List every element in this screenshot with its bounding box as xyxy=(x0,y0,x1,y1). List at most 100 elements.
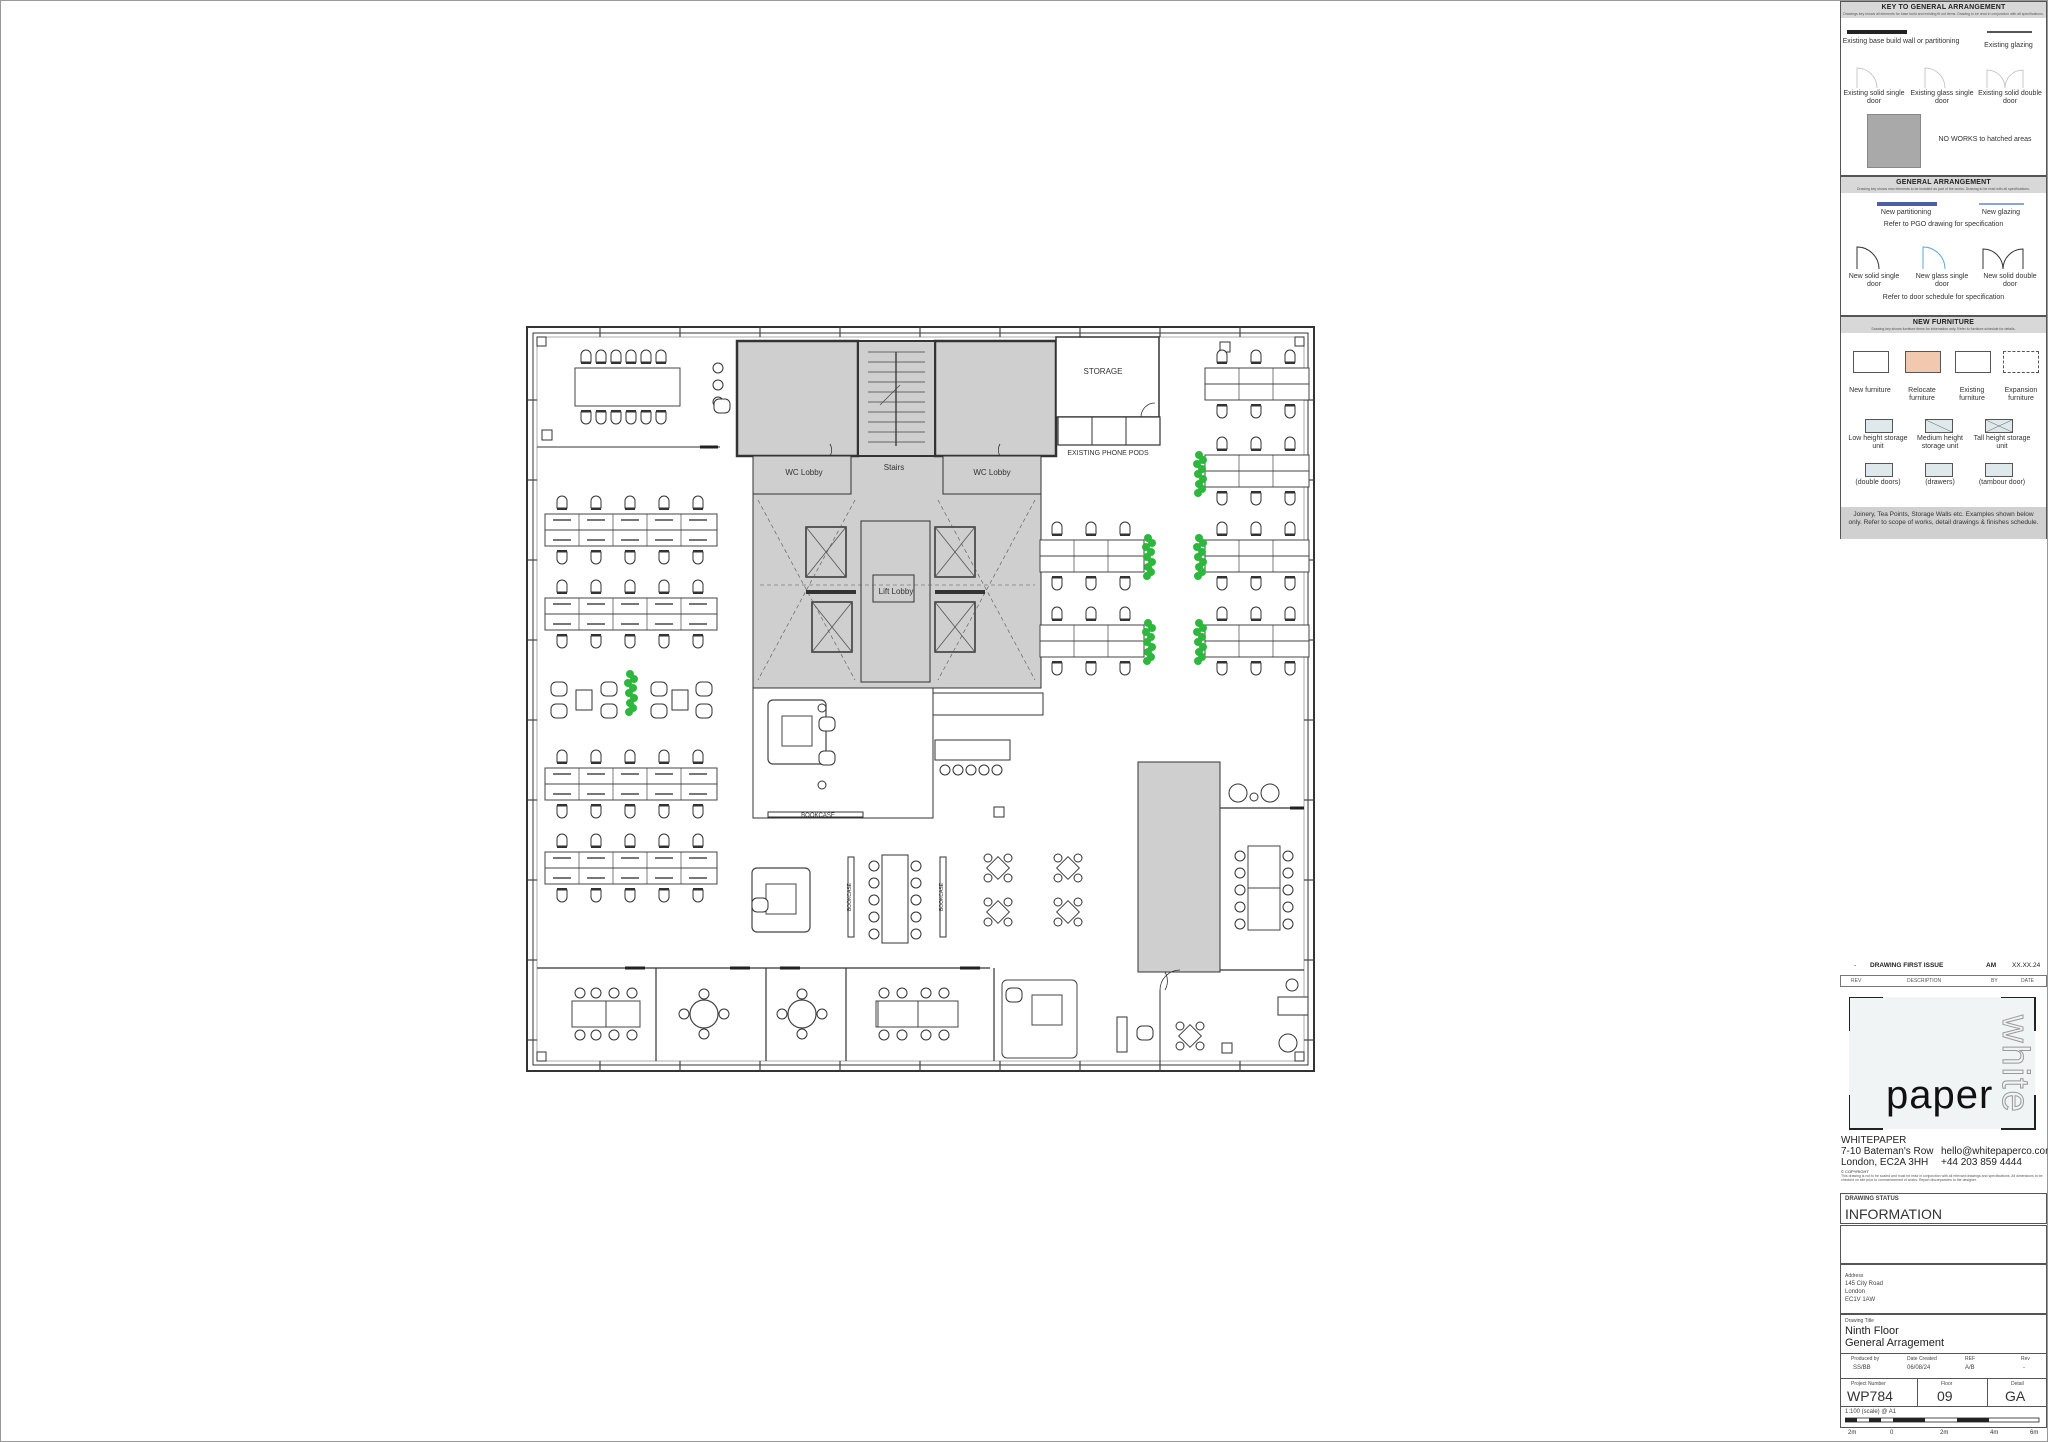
detail-label: Detail xyxy=(2011,1381,2024,1387)
furniture-note: Joinery, Tea Points, Storage Walls etc. … xyxy=(1841,507,2046,539)
new-glass-single-label: New glass single door xyxy=(1915,273,1969,288)
refer-pgo-label: Refer to PGO drawing for specification xyxy=(1883,221,2004,228)
bookcase-2-label: BOOKCASE xyxy=(847,882,853,911)
logo-area: white paper xyxy=(1840,987,2047,1139)
address-line3: EC1V 1AW xyxy=(1845,1297,1876,1303)
rev-by: AM xyxy=(1986,962,1997,969)
company-copyright: © COPYRIGHT xyxy=(1841,1169,1869,1174)
existing-glazing-label: Existing glazing xyxy=(1984,42,2033,49)
new-partitioning-label: New partitioning xyxy=(1880,209,1932,216)
description-header: DESCRIPTION xyxy=(1907,978,1942,984)
scale-text: 1:100 (scale) @ A1 xyxy=(1845,1409,1897,1415)
existing-door-symbols xyxy=(1856,67,2024,89)
address-label: Address xyxy=(1845,1273,1864,1279)
floor-label: Floor xyxy=(1941,1381,1953,1387)
new-partition-symbol xyxy=(1877,202,1937,206)
bookcase-3-label: BOOKCASE xyxy=(939,882,945,911)
ga-subtitle: Drawing key shows new elements to be ins… xyxy=(1841,187,2046,193)
ref-label: REF xyxy=(1965,1356,1975,1362)
tall-storage-label: Tall height storage unit xyxy=(1973,435,2031,450)
double-doors-swatch xyxy=(1865,463,1893,477)
floor-plan: WC Lobby WC Lobby Stairs Lift Lobby STOR… xyxy=(526,326,1315,1072)
phone-pods-label: EXISTING PHONE PODS xyxy=(1067,450,1149,457)
logo-frame xyxy=(1849,997,2036,1130)
rev-header: REV xyxy=(1851,978,1862,984)
no-works-label: NO WORKS to hatched areas xyxy=(1938,136,2032,143)
detail-value: GA xyxy=(2005,1388,2026,1404)
company-disclaimer: This drawing is not to be scaled and mus… xyxy=(1841,1174,2043,1182)
drawing-rev-value: - xyxy=(2023,1365,2025,1371)
new-solid-double-label: New solid double door xyxy=(1983,273,2037,288)
blank-block xyxy=(1840,1225,2047,1264)
company-email: hello@whitepaperco.com xyxy=(1941,1146,2048,1157)
wc-lobby-right-label: WC Lobby xyxy=(973,468,1010,477)
wc-lobby-left-label: WC Lobby xyxy=(785,468,822,477)
refer-door-label: Refer to door schedule for specification xyxy=(1882,294,2005,301)
key-panel: KEY TO GENERAL ARRANGEMENT Drawings key … xyxy=(1840,1,2047,176)
date-created-label: Date Created xyxy=(1907,1356,1937,1362)
existing-wall-symbol xyxy=(1847,30,1907,34)
new-glazing-symbol xyxy=(1979,203,2024,205)
new-furniture-label: New furniture xyxy=(1849,387,1891,394)
company-address2: London, EC2A 3HH xyxy=(1841,1157,1929,1168)
relocate-furniture-label: Relocate furniture xyxy=(1908,387,1936,402)
key-subtitle: Drawings key shows all elements for base… xyxy=(1841,12,2046,18)
tambour-swatch xyxy=(1985,463,2013,477)
scale-label-4: 6m xyxy=(2030,1430,2039,1436)
existing-solid-single-label: Existing solid single door xyxy=(1843,90,1905,105)
new-solid-single-label: New solid single door xyxy=(1848,273,1900,288)
drawing-title-line2: General Arragement xyxy=(1845,1337,1945,1349)
furniture-subtitle: Drawing key shows furniture items for in… xyxy=(1841,327,2046,333)
logo-panel xyxy=(1849,997,2035,1129)
drawing-title-block: Drawing Title Ninth Floor General Arrage… xyxy=(1840,1314,2047,1428)
drawing-title-line1: Ninth Floor xyxy=(1845,1325,1899,1337)
new-glazing-label: New glazing xyxy=(1981,209,2021,216)
rev-value: - xyxy=(1854,962,1857,969)
by-header: BY xyxy=(1991,978,1998,984)
scale-bar-labels: 2m 0 2m 4m 6m xyxy=(1840,1429,2047,1441)
medium-storage-swatch xyxy=(1925,419,1953,433)
ref-value: A/B xyxy=(1965,1365,1975,1371)
company-name: WHITEPAPER xyxy=(1841,1135,1907,1146)
relocate-furniture-swatch xyxy=(1905,351,1941,373)
produced-value: SS/BB xyxy=(1853,1365,1871,1371)
scale-bar xyxy=(1845,1417,2040,1423)
medium-storage-label: Medium height storage unit xyxy=(1917,435,1963,450)
existing-solid-double-label: Existing solid double door xyxy=(1978,90,2042,105)
existing-furniture-swatch xyxy=(1955,351,1991,373)
address-line2: London xyxy=(1845,1289,1866,1295)
scale-label-1: 0 xyxy=(1890,1430,1894,1436)
storage-label: STORAGE xyxy=(1084,367,1123,376)
lift-lobby-label: Lift Lobby xyxy=(879,587,914,596)
date-header: DATE xyxy=(2021,978,2034,984)
no-works-swatch xyxy=(1867,114,1921,168)
logo-word-white: white xyxy=(1994,1015,2037,1115)
project-label: Project Number xyxy=(1851,1381,1886,1387)
scale-label-2: 2m xyxy=(1940,1430,1949,1436)
status-block: DRAWING STATUS INFORMATION xyxy=(1840,1193,2047,1224)
stairs-label: Stairs xyxy=(884,463,904,472)
produced-label: Produced by xyxy=(1851,1356,1880,1362)
logo-word-paper: paper xyxy=(1886,1073,1994,1117)
project-value: WP784 xyxy=(1847,1388,1893,1404)
double-doors-label: (double doors) xyxy=(1855,479,1901,486)
existing-glazing-symbol xyxy=(1987,31,2032,33)
company-address1: 7-10 Bateman's Row xyxy=(1841,1146,1934,1157)
expansion-furniture-swatch xyxy=(2003,351,2039,373)
rev-date: XX.XX.24 xyxy=(2012,962,2041,969)
floor-value: 09 xyxy=(1937,1388,1953,1404)
revision-row: - DRAWING FIRST ISSUE AM XX.XX.24 xyxy=(1840,960,2047,972)
furniture-panel: NEW FURNITURE Drawing key shows furnitur… xyxy=(1840,316,2047,539)
revision-header: REV DESCRIPTION BY DATE xyxy=(1840,975,2047,987)
scale-label-0: 2m xyxy=(1848,1430,1857,1436)
drawing-title-label: Drawing Title xyxy=(1845,1318,1874,1324)
ga-panel: GENERAL ARRANGEMENT Drawing key shows ne… xyxy=(1840,176,2047,316)
date-created-value: 06/08/24 xyxy=(1907,1365,1931,1371)
existing-wall-label: Existing base build wall or partitioning xyxy=(1842,38,1960,45)
existing-furniture-label: Existing furniture xyxy=(1959,387,1985,402)
address-block: Address 145 City Road London EC1V 1AW xyxy=(1840,1264,2047,1314)
drawers-label: (drawers) xyxy=(1925,479,1955,486)
rev-label: Rev xyxy=(2021,1356,2030,1362)
rev-description: DRAWING FIRST ISSUE xyxy=(1870,962,1944,969)
furniture-title: NEW FURNITURE xyxy=(1841,317,2046,327)
